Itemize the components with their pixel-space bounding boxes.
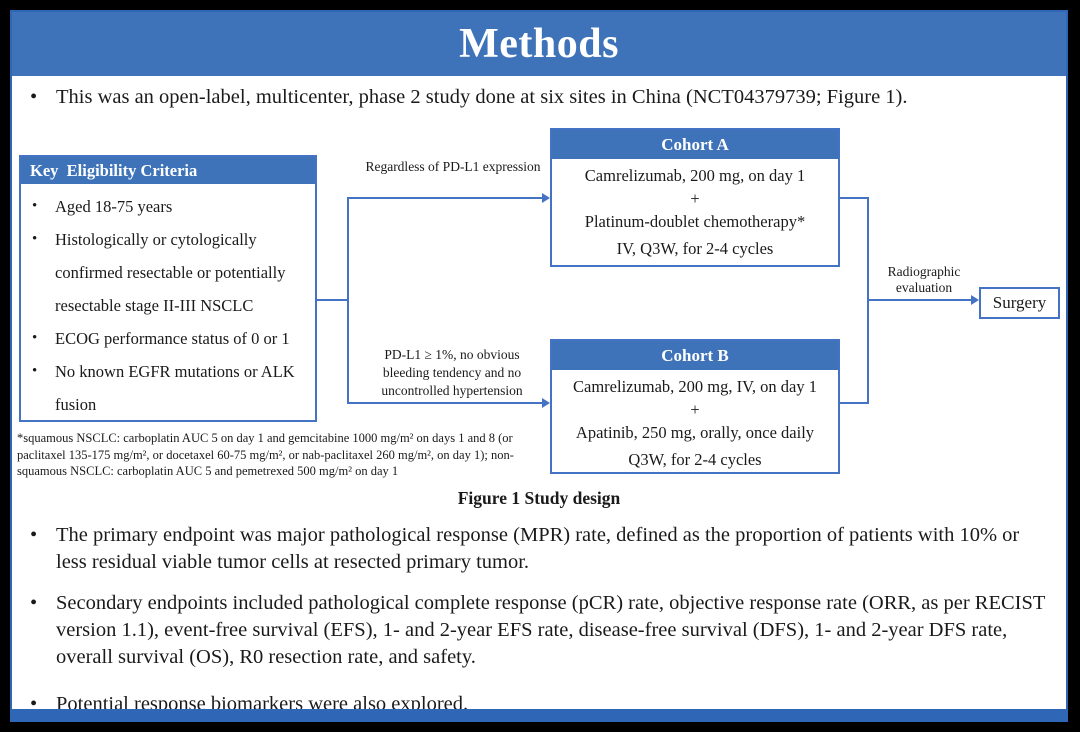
surgery-box: Surgery [979, 287, 1060, 319]
eligibility-list: Aged 18-75 years Histologically or cytol… [21, 190, 315, 421]
page-title: Methods [459, 21, 619, 67]
endpoints-section: The primary endpoint was major pathologi… [26, 522, 1054, 718]
cohort-b-header: Cohort B [552, 341, 838, 370]
secondary-endpoints-bullet: Secondary endpoints included pathologica… [26, 590, 1054, 671]
cohort-b-line: Q3W, for 2-4 cycles [628, 450, 762, 469]
cohort-a-line: Camrelizumab, 200 mg, on day 1 [584, 166, 806, 185]
eligibility-item: Histologically or cytologically confirme… [29, 223, 311, 322]
figure-caption: Figure 1 Study design [457, 488, 621, 508]
title-banner: Methods [12, 12, 1066, 76]
connector-line [869, 299, 971, 301]
surgery-label: Surgery [992, 293, 1047, 312]
cohort-b-line: Apatinib, 250 mg, orally, once daily [575, 423, 815, 442]
arrow-right-icon [542, 193, 550, 203]
primary-endpoint-text: The primary endpoint was major pathologi… [56, 524, 1020, 573]
cohort-b-box: Cohort B Camrelizumab, 200 mg, IV, on da… [550, 339, 840, 474]
branch-label-top: Regardless of PD-L1 expression [365, 159, 541, 174]
primary-endpoint-bullet: The primary endpoint was major pathologi… [26, 522, 1054, 576]
eligibility-header: Key Eligibility Criteria [21, 157, 315, 184]
connector-line [348, 197, 542, 199]
connector-line [840, 402, 867, 404]
methods-slide: Methods This was an open-label, multicen… [10, 10, 1068, 722]
cohort-a-header: Cohort A [552, 130, 838, 159]
connector-line [347, 197, 349, 404]
eligibility-box: Key Eligibility Criteria Aged 18-75 year… [19, 155, 317, 422]
chemo-footnote: *squamous NSCLC: carboplatin AUC 5 on da… [17, 431, 514, 478]
arrow-right-icon [542, 398, 550, 408]
connector-line [348, 402, 542, 404]
connector-line [315, 299, 348, 301]
secondary-endpoints-text: Secondary endpoints included pathologica… [56, 592, 1046, 668]
evaluation-label: Radiographic evaluation [887, 264, 961, 295]
cohort-a-line: Platinum-doublet chemotherapy* [584, 212, 806, 231]
study-design-figure: Key Eligibility Criteria Aged 18-75 year… [12, 12, 1066, 720]
cohort-b-line: Camrelizumab, 200 mg, IV, on day 1 [573, 377, 817, 396]
connector-line [840, 197, 867, 199]
intro-bullet: This was an open-label, multicenter, pha… [26, 84, 1052, 111]
eligibility-item: Aged 18-75 years [29, 190, 311, 223]
plus-sign: + [690, 189, 700, 208]
connector-line [867, 197, 869, 404]
branch-label-bottom: PD-L1 ≥ 1%, no obvious bleeding tendency… [381, 347, 523, 398]
intro-bullet-text: This was an open-label, multicenter, pha… [56, 86, 908, 108]
bottom-accent-bar [12, 709, 1066, 720]
eligibility-item: ECOG performance status of 0 or 1 [29, 322, 311, 355]
cohort-a-box: Cohort A Camrelizumab, 200 mg, on day 1 … [550, 128, 840, 267]
cohort-a-line: IV, Q3W, for 2-4 cycles [616, 239, 774, 258]
plus-sign: + [690, 400, 700, 419]
arrow-right-icon [971, 295, 979, 305]
eligibility-item: No known EGFR mutations or ALK fusion [29, 355, 311, 421]
